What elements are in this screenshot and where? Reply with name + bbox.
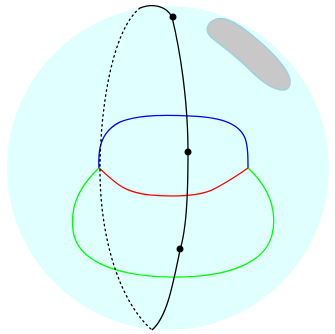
red-curve bbox=[98, 167, 249, 197]
handle-shape bbox=[206, 17, 291, 91]
point-bottom bbox=[176, 245, 184, 253]
point-middle bbox=[184, 148, 192, 156]
meridian-back-dotted bbox=[99, 7, 153, 331]
sphere bbox=[7, 6, 329, 330]
point-top bbox=[169, 13, 177, 21]
blue-curve bbox=[98, 114, 249, 169]
green-curve bbox=[71, 167, 275, 278]
